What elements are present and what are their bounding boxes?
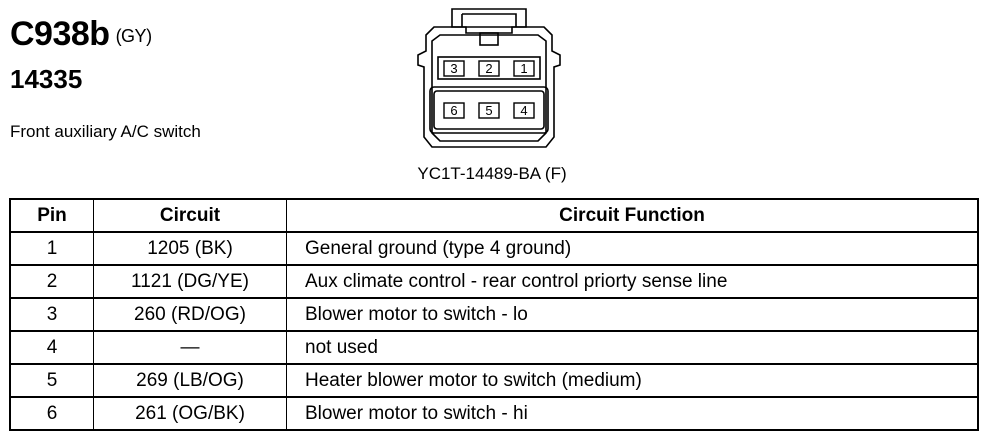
pin-label-5: 5 xyxy=(485,103,492,118)
housing-outer xyxy=(417,26,561,148)
row-function: Blower motor to switch - lo xyxy=(286,297,979,332)
table-row: 4 — not used xyxy=(9,330,979,365)
row-function: Aux climate control - rear control prior… xyxy=(286,264,979,299)
row-pin: 5 xyxy=(9,363,94,398)
table-header-row: Pin Circuit Circuit Function xyxy=(9,198,979,233)
bottom-cavity-frame xyxy=(429,86,549,134)
top-cavity-frame xyxy=(437,56,541,80)
row-circuit: — xyxy=(93,330,287,365)
connector-part-label: YC1T-14489-BA (F) xyxy=(417,164,567,183)
row-circuit: 261 (OG/BK) xyxy=(93,396,287,431)
pinout-table: Pin Circuit Circuit Function 1 1205 (BK)… xyxy=(9,198,979,431)
row-circuit: 1121 (DG/YE) xyxy=(93,264,287,299)
row-pin: 4 xyxy=(9,330,94,365)
row-function: Blower motor to switch - hi xyxy=(286,396,979,431)
connector-face-diagram: 3 2 1 6 5 4 xyxy=(417,8,561,148)
header-pin: Pin xyxy=(9,198,94,233)
row-circuit: 1205 (BK) xyxy=(93,231,287,266)
connector-id: C938b xyxy=(10,15,110,53)
row-circuit: 260 (RD/OG) xyxy=(93,297,287,332)
part-number: 14335 xyxy=(10,64,83,94)
pin-box-6 xyxy=(443,102,465,119)
pin-box-1 xyxy=(513,60,535,77)
table-row: 1 1205 (BK) General ground (type 4 groun… xyxy=(9,231,979,266)
pin-label-1: 1 xyxy=(520,61,527,76)
table-row: 3 260 (RD/OG) Blower motor to switch - l… xyxy=(9,297,979,332)
row-pin: 2 xyxy=(9,264,94,299)
header-circuit: Circuit xyxy=(93,198,287,233)
row-function: not used xyxy=(286,330,979,365)
pin-box-5 xyxy=(478,102,500,119)
row-function: Heater blower motor to switch (medium) xyxy=(286,363,979,398)
pin-label-3: 3 xyxy=(450,61,457,76)
row-function: General ground (type 4 ground) xyxy=(286,231,979,266)
color-code: (GY) xyxy=(115,26,153,46)
pin-box-4 xyxy=(513,102,535,119)
row-pin: 3 xyxy=(9,297,94,332)
pin-label-2: 2 xyxy=(485,61,492,76)
pin-boxes: 3 2 1 6 5 4 xyxy=(443,60,535,119)
table-row: 6 261 (OG/BK) Blower motor to switch - h… xyxy=(9,396,979,431)
row-pin: 6 xyxy=(9,396,94,431)
connector-title: C938b(GY) xyxy=(10,14,152,54)
pin-label-6: 6 xyxy=(450,103,457,118)
header-circuit-function: Circuit Function xyxy=(286,198,979,233)
row-pin: 1 xyxy=(9,231,94,266)
row-circuit: 269 (LB/OG) xyxy=(93,363,287,398)
pin-box-3 xyxy=(443,60,465,77)
pin-box-2 xyxy=(478,60,500,77)
table-row: 2 1121 (DG/YE) Aux climate control - rea… xyxy=(9,264,979,299)
latch-inner xyxy=(461,13,517,27)
table-row: 5 269 (LB/OG) Heater blower motor to swi… xyxy=(9,363,979,398)
housing-inner xyxy=(431,34,547,142)
bottom-cavity-inner xyxy=(433,90,545,130)
latch-outline xyxy=(451,8,527,28)
connector-description: Front auxiliary A/C switch xyxy=(10,122,201,141)
pin-label-4: 4 xyxy=(520,103,527,118)
